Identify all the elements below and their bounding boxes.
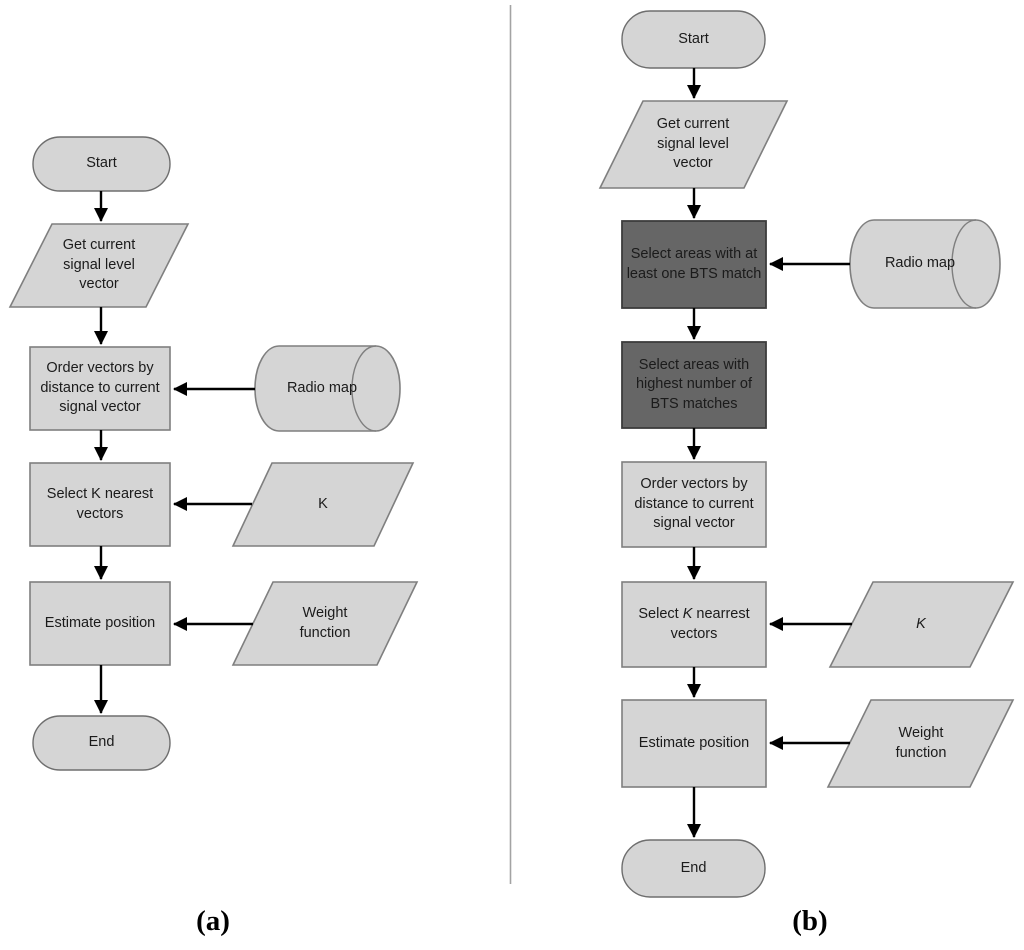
- b-select-areas-highest-box: [621, 341, 767, 429]
- a-k-parallelogram: [231, 462, 415, 547]
- a-weight-parallelogram: [231, 581, 419, 666]
- a-select-k-box: [29, 462, 171, 547]
- panel-a-caption: (a): [196, 905, 230, 937]
- panel-b: [598, 10, 1015, 898]
- b-select-k-box: [621, 581, 767, 668]
- a-radio-map-cylinder-rim: [351, 345, 377, 432]
- b-weight-parallelogram: [826, 699, 1015, 788]
- a-input-parallelogram: [8, 223, 190, 308]
- a-estimate-box: [29, 581, 171, 666]
- a-start-terminator: [32, 136, 171, 192]
- a-end-terminator: [32, 715, 171, 771]
- a-radio-map-cylinder: [254, 345, 401, 432]
- b-select-areas-one-box: [621, 220, 767, 309]
- b-estimate-box: [621, 699, 767, 788]
- panel-a: [8, 136, 419, 771]
- panel-b-caption: (b): [792, 905, 828, 937]
- b-end-terminator: [621, 839, 766, 898]
- b-input-parallelogram: [598, 100, 789, 189]
- b-start-terminator: [621, 10, 766, 69]
- b-order-vectors-box: [621, 461, 767, 548]
- b-k-parallelogram: [828, 581, 1015, 668]
- a-order-vectors-box: [29, 346, 171, 431]
- b-radio-map-cylinder: [849, 219, 1001, 309]
- b-radio-map-cylinder-rim: [951, 219, 977, 309]
